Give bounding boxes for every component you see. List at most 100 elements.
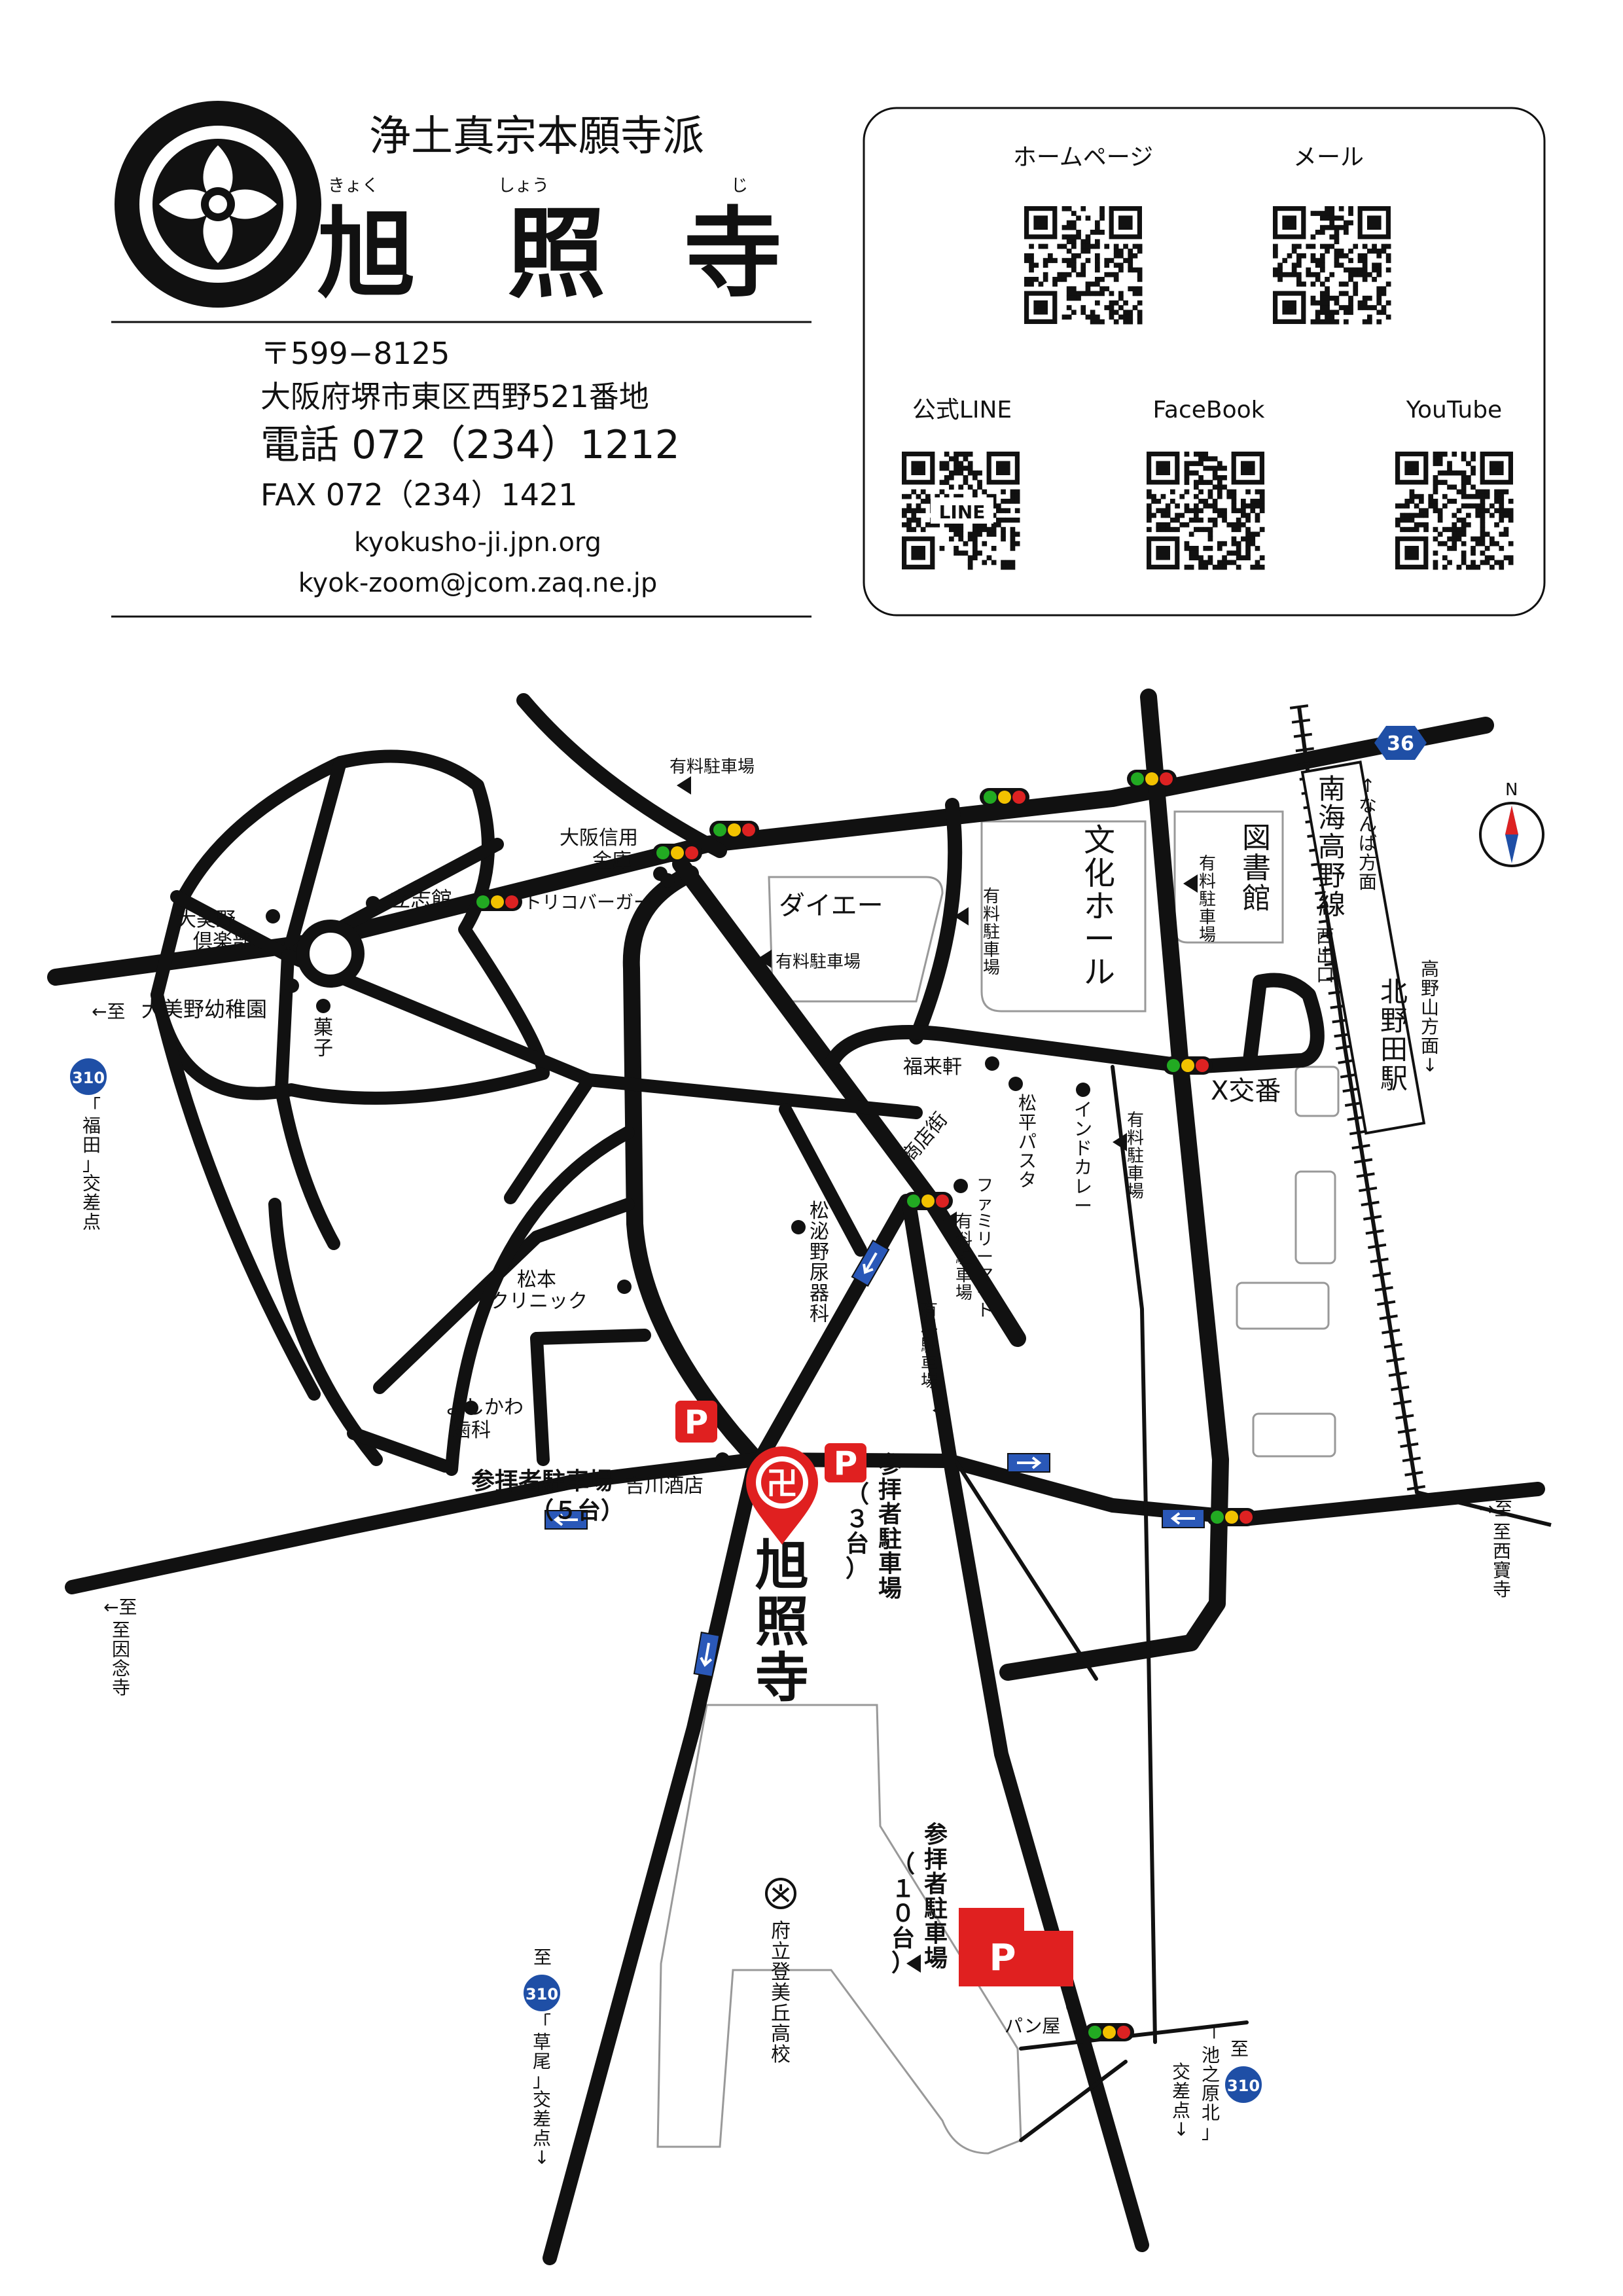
svg-text:レ: レ	[1074, 1176, 1092, 1198]
sect-name: 浄土真宗本願寺派	[369, 113, 704, 161]
school-grounds	[656, 1704, 1022, 2155]
road-mid-link	[504, 1073, 596, 1204]
svg-text:（: （	[846, 1481, 869, 1508]
svg-text:之: 之	[1202, 2064, 1220, 2085]
svg-text:点: 点	[1172, 2100, 1190, 2121]
svg-text:↓: ↓	[1173, 2119, 1188, 2140]
qr-label-mail: メール	[1293, 144, 1364, 171]
svg-text:照: 照	[755, 1591, 809, 1653]
svg-text:差: 差	[1172, 2080, 1190, 2102]
label-matsumoto-2: クリニック	[490, 1290, 588, 1313]
qr-code-facebook[interactable]	[1147, 452, 1265, 570]
label-fukuda: 「福田」交差点	[82, 1096, 101, 1232]
marker-omino-club	[266, 909, 280, 924]
marker-indo-curry	[1076, 1083, 1090, 1097]
svg-text:有: 有	[955, 1212, 972, 1232]
svg-text:寶: 寶	[1493, 1560, 1511, 1581]
website-link[interactable]: kyokusho-ji.jpn.org	[354, 528, 601, 558]
svg-text:野: 野	[1421, 977, 1439, 999]
svg-text:場: 場	[1199, 925, 1216, 945]
qr-label-facebook: FaceBook	[1153, 397, 1265, 423]
svg-text:タ: タ	[1018, 1170, 1037, 1191]
svg-text:リ: リ	[976, 1230, 993, 1249]
route-310-number-south: 310	[526, 1985, 558, 2003]
paid-parking-triangle-1	[677, 776, 691, 795]
label-paid-parking-library: 有料駐車場	[1199, 854, 1216, 945]
svg-text:車: 車	[878, 1551, 902, 1577]
furigana-ji: じ	[731, 176, 748, 196]
svg-text:因: 因	[112, 1638, 130, 1660]
svg-text:池: 池	[1202, 2044, 1220, 2066]
svg-text:尿: 尿	[810, 1262, 829, 1285]
svg-text:旭: 旭	[755, 1535, 809, 1597]
svg-text:ー: ー	[976, 1283, 993, 1303]
label-osaka-shinkin-1: 大阪信用	[560, 827, 638, 850]
traffic-signal-icon	[1163, 1056, 1213, 1075]
traffic-signal-icon	[1127, 770, 1177, 788]
svg-text:原: 原	[1202, 2083, 1220, 2104]
header: 浄土真宗本願寺派 きょく しょう じ 旭 照 寺 〒599−8125 大阪府堺市…	[111, 101, 812, 618]
marker-trico	[660, 873, 675, 888]
svg-text:線: 線	[1318, 888, 1346, 920]
place-markers	[266, 867, 1090, 2013]
one-way-arrow-icon	[544, 1510, 588, 1530]
svg-text:点: 点	[533, 2127, 551, 2149]
svg-text:１: １	[891, 1876, 915, 1903]
label-kusao-to: 至	[533, 1946, 552, 1968]
svg-text:車: 車	[1127, 1164, 1144, 1184]
paid-parking-triangle-2	[757, 950, 772, 968]
line-badge-text: LINE	[939, 501, 986, 523]
label-kusao: 「草尾」交差点↓	[533, 2012, 551, 2168]
email-link[interactable]: kyok-zoom@jcom.zaq.ne.jp	[298, 568, 657, 598]
route-36-shield-icon: 36	[1374, 726, 1427, 760]
svg-text:登: 登	[771, 1961, 791, 1984]
qr-code-mail[interactable]	[1273, 206, 1391, 325]
svg-text:料: 料	[1127, 1128, 1144, 1148]
label-omino-club: 大美野	[177, 908, 236, 931]
svg-text:者: 者	[924, 1871, 948, 1898]
svg-text:台: 台	[846, 1531, 869, 1558]
traffic-signal-icon	[473, 893, 522, 911]
label-parking-5-count: （５台）	[530, 1498, 624, 1524]
station-block-2	[1294, 1170, 1336, 1265]
svg-text:ー: ー	[976, 1247, 993, 1267]
label-paid-parking-koban: 有料駐車場	[1127, 1111, 1144, 1202]
svg-text:寺: 寺	[112, 1677, 130, 1698]
parking-sign-10-text: P	[989, 1937, 1016, 1979]
qr-code-youtube[interactable]	[1395, 452, 1514, 570]
north-south-main-road	[999, 689, 1229, 1681]
svg-text:料: 料	[921, 1318, 938, 1338]
svg-text:寺: 寺	[755, 1647, 809, 1710]
road-south-bakery	[902, 1200, 1149, 2252]
station-block-1	[1294, 1066, 1340, 1117]
circle-roundabout	[296, 920, 365, 988]
road-west-south	[268, 1198, 383, 1466]
svg-text:料: 料	[1199, 872, 1216, 891]
svg-text:交: 交	[533, 2089, 551, 2111]
svg-text:台: 台	[891, 1925, 915, 1952]
route-310-number-east: 310	[1227, 2077, 1260, 2095]
parking-sign-10: P	[959, 1908, 1073, 1986]
label-fukuda-to: ←至	[92, 1001, 125, 1022]
marker-matsuhira	[1008, 1077, 1023, 1091]
svg-text:化: 化	[1084, 855, 1115, 891]
road-short-south	[530, 1332, 550, 1466]
qr-code-homepage[interactable]	[1024, 206, 1143, 325]
svg-text:府: 府	[771, 1920, 791, 1943]
one-way-arrow-icon	[1007, 1453, 1050, 1473]
svg-text:者: 者	[878, 1501, 902, 1528]
label-paid-parking-daiei-east: 有料駐車場	[983, 887, 1000, 978]
road-short-east	[530, 1329, 651, 1345]
svg-text:有: 有	[921, 1300, 938, 1320]
svg-text:菓: 菓	[313, 1016, 333, 1039]
qr-code-line[interactable]	[902, 452, 1020, 570]
parking-sign-5-text: P	[685, 1403, 709, 1441]
svg-text:寺: 寺	[1493, 1579, 1511, 1600]
svg-text:駐: 駐	[878, 1526, 902, 1552]
station-box	[1300, 761, 1426, 1135]
